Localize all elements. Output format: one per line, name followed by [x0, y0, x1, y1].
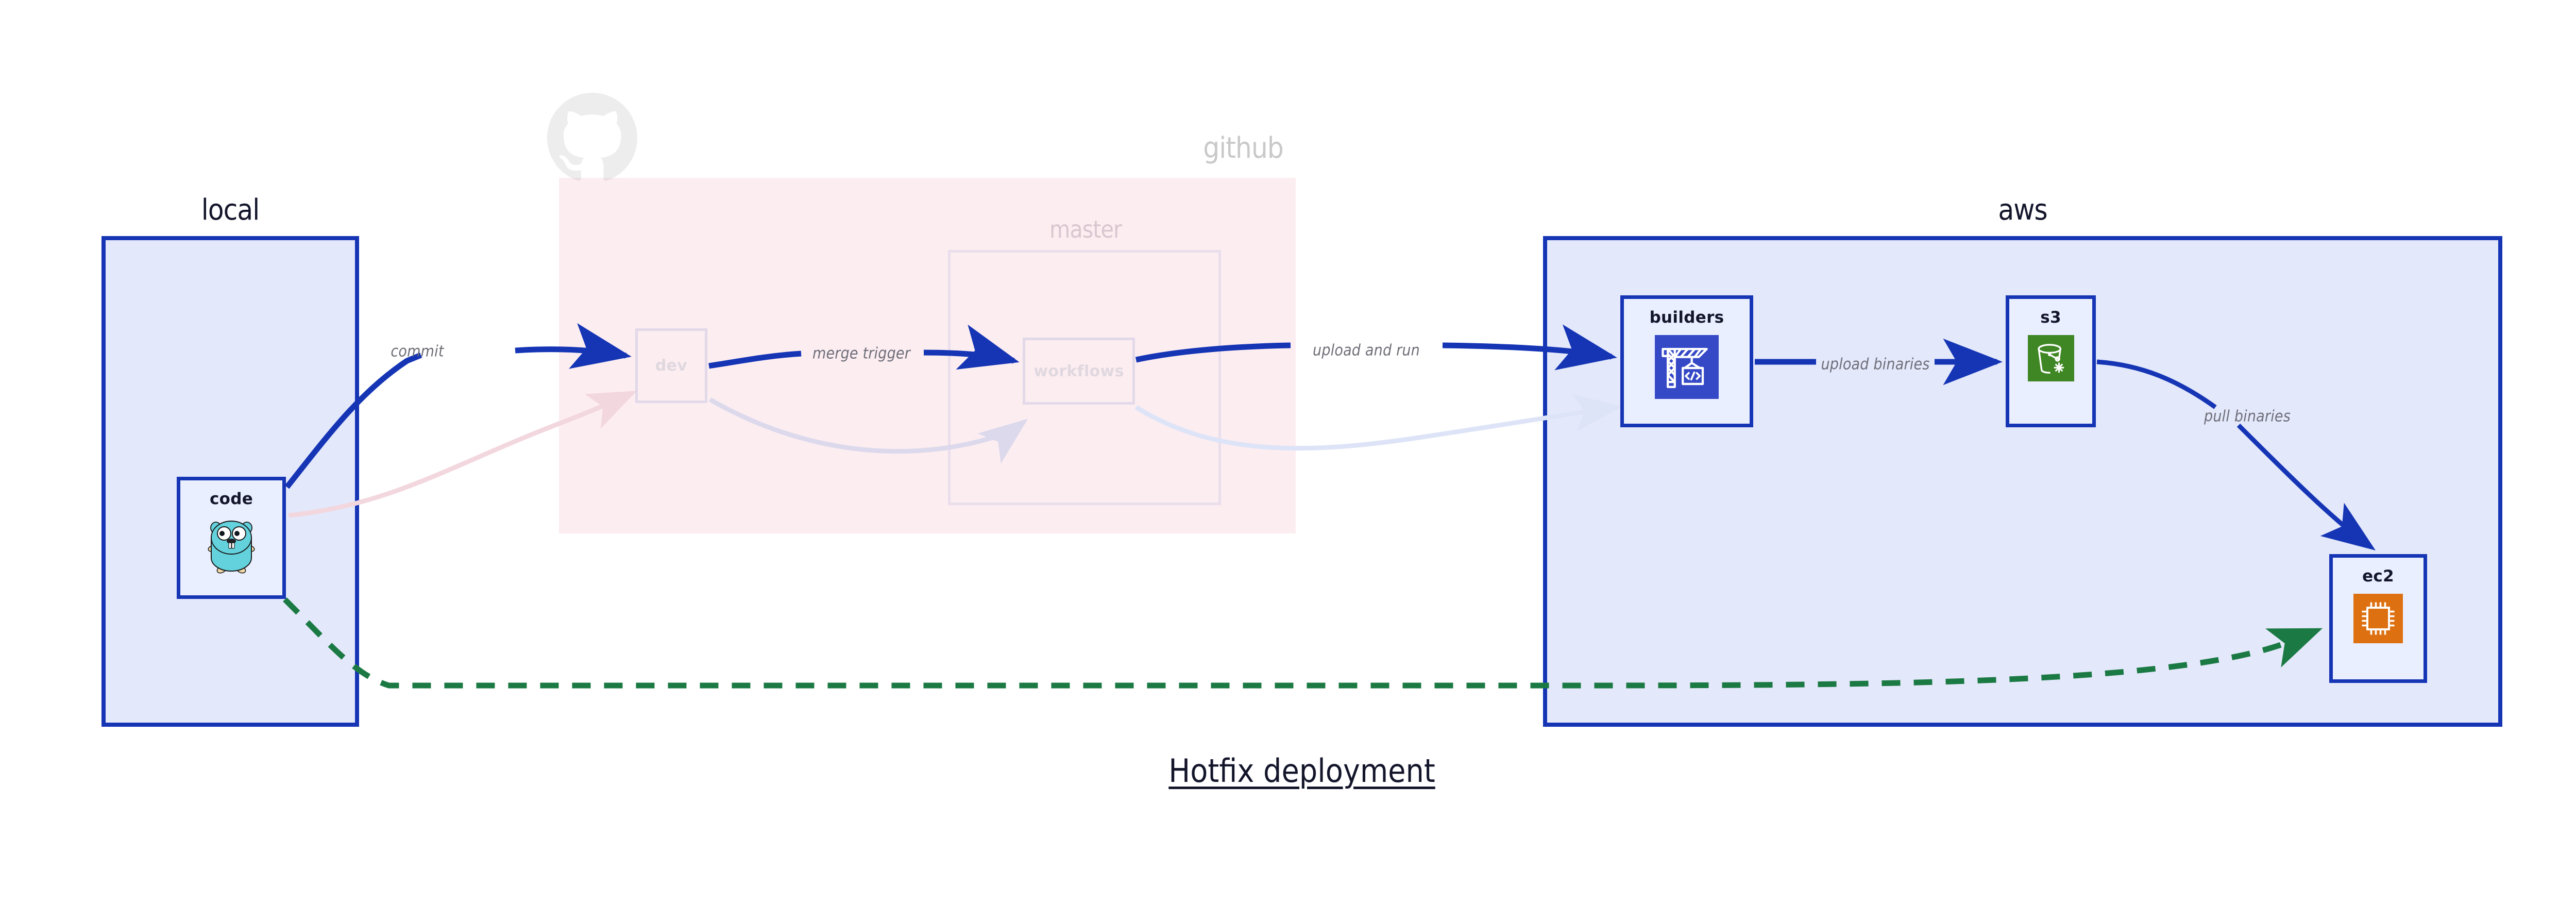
go-gopher-icon — [206, 516, 257, 577]
diagram-title: Hotfix deployment — [1168, 752, 1435, 790]
edge-label-merge-trigger: merge trigger — [812, 344, 911, 363]
node-code-label: code — [209, 490, 253, 508]
node-code[interactable]: code — [177, 477, 286, 599]
group-local-label: local — [201, 193, 260, 227]
group-master[interactable] — [948, 250, 1221, 505]
github-octocat-logo — [547, 93, 637, 183]
node-dev-label: dev — [655, 357, 688, 375]
node-dev[interactable]: dev — [635, 328, 707, 403]
edge-label-commit: commit — [391, 342, 444, 361]
s3-bucket-icon — [2027, 335, 2074, 384]
edge-label-upload-binaries: upload binaries — [1821, 355, 1930, 374]
node-s3-label: s3 — [2040, 308, 2061, 327]
node-ec2-label: ec2 — [2362, 567, 2394, 586]
node-ec2[interactable]: ec2 — [2329, 554, 2427, 683]
edge-label-upload-and-run: upload and run — [1313, 341, 1420, 360]
group-github-label: github — [1203, 131, 1284, 165]
group-master-label: master — [1049, 215, 1122, 243]
node-s3[interactable]: s3 — [2006, 295, 2096, 427]
group-aws-label: aws — [1998, 193, 2047, 227]
cpu-chip-icon — [2353, 594, 2403, 646]
node-builders-label: builders — [1649, 308, 1724, 327]
node-workflows-label: workflows — [1033, 362, 1124, 380]
edge-label-pull-binaries: pull binaries — [2204, 407, 2291, 426]
node-builders[interactable]: builders — [1620, 295, 1753, 427]
crane-code-icon — [1655, 335, 1719, 402]
node-workflows[interactable]: workflows — [1023, 338, 1135, 405]
